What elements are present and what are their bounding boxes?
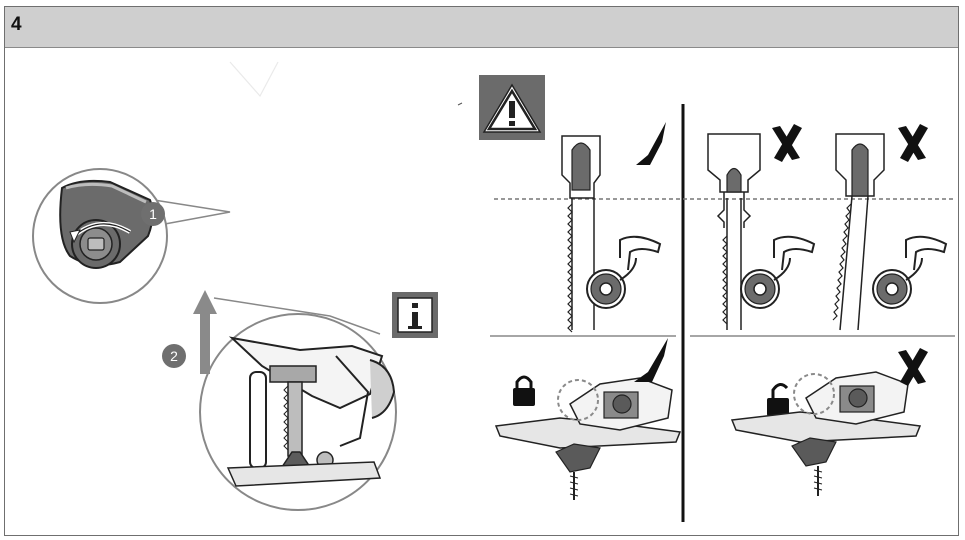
faint-chevron-mark	[229, 61, 279, 98]
step-2-label: 2	[170, 348, 178, 364]
step-header-bar: 4	[5, 7, 958, 48]
lock-open-icon	[767, 383, 789, 416]
lock-closed-icon	[513, 375, 535, 406]
blade-incorrect-panel-short	[707, 124, 816, 330]
blade-correct-panel	[561, 122, 666, 333]
step-1-label: 1	[149, 206, 157, 222]
warning-triangle-icon	[479, 75, 545, 140]
step-1-badge	[141, 202, 165, 226]
blade-incorrect-panel-angled	[832, 124, 948, 331]
lever-knob-drawing	[59, 179, 154, 269]
jigsaw-locked-panel	[494, 338, 682, 500]
step-2-badge	[162, 344, 186, 368]
step-number: 4	[11, 14, 22, 35]
checkmark-icon	[634, 338, 668, 382]
knob-callout: 1	[32, 168, 231, 304]
jigsaw-unlocked-panel	[730, 348, 928, 496]
cross-icon	[772, 124, 802, 162]
blade-removal-detail: 2	[162, 290, 397, 511]
info-icon	[392, 292, 438, 338]
checkmark-icon	[636, 122, 666, 165]
cross-icon	[898, 124, 928, 162]
jigsaw-blade-holder-drawing	[226, 336, 396, 487]
pull-up-arrow-icon	[193, 290, 217, 374]
cross-icon	[898, 348, 928, 386]
